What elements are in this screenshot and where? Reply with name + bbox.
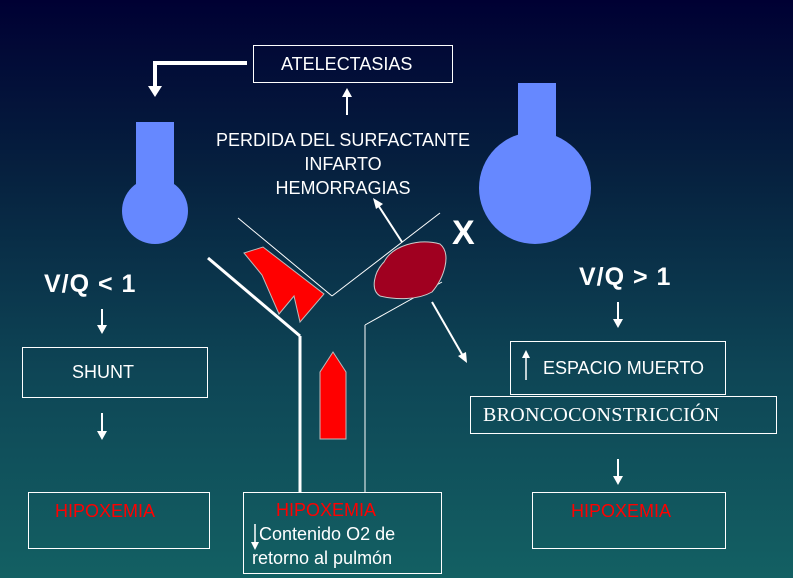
center-o2-line2: retorno al pulmón xyxy=(252,548,393,568)
left-hypoxemia-label: HIPOXEMIA xyxy=(55,501,156,521)
clot-to-causes-arrow xyxy=(373,198,403,243)
center-hypoxemia-label: HIPOXEMIA xyxy=(276,500,377,520)
cause-infarct: INFARTO xyxy=(304,154,382,174)
bronco-box: BRONCOCONSTRICCIÓN xyxy=(470,396,777,434)
atelectasias-box: ATELECTASIAS xyxy=(253,45,453,83)
right-hypoxemia-label: HIPOXEMIA xyxy=(571,501,672,521)
right-alveolus xyxy=(479,83,591,244)
clot-shape xyxy=(373,241,447,300)
cause-hemorrhage: HEMORRAGIAS xyxy=(275,178,411,198)
left-down-arrow-2 xyxy=(97,413,107,440)
x-mark: X xyxy=(452,214,475,252)
center-o2-line1: Contenido O2 de xyxy=(259,524,396,544)
vessel-left-wall xyxy=(207,256,302,492)
right-down-arrow-2 xyxy=(613,459,623,485)
left-ratio-label: V/Q < 1 xyxy=(44,270,137,298)
right-ratio-label: V/Q > 1 xyxy=(579,263,672,291)
dead-space-label: ESPACIO MUERTO xyxy=(543,357,705,378)
up-arrow-atelectasias xyxy=(342,88,352,115)
left-alveolus xyxy=(122,122,188,244)
dead-space-box: ESPACIO MUERTO xyxy=(510,341,726,395)
cause-surfactant: PERDIDA DEL SURFACTANTE xyxy=(215,130,471,150)
red-arrow-diagonal xyxy=(243,246,325,324)
bronco-label: BRONCOCONSTRICCIÓN xyxy=(483,403,720,426)
causes-text: PERDIDA DEL SURFACTANTE INFARTO HEMORRAG… xyxy=(208,128,478,200)
clot-to-deadspace-arrow xyxy=(431,301,467,363)
center-hypoxemia-box: HIPOXEMIA Contenido O2 de retorno al pul… xyxy=(243,492,442,574)
shunt-box: SHUNT xyxy=(22,347,208,398)
red-arrow-up xyxy=(319,351,347,440)
right-hypoxemia-box: HIPOXEMIA xyxy=(532,492,726,549)
shunt-label: SHUNT xyxy=(72,362,134,382)
left-hypoxemia-box: HIPOXEMIA xyxy=(28,492,210,549)
right-down-arrow-1 xyxy=(613,302,623,328)
decrease-arrow-icon xyxy=(251,524,259,550)
increase-arrow-icon xyxy=(522,350,530,380)
atelectasias-label: ATELECTASIAS xyxy=(281,53,413,74)
left-down-arrow-1 xyxy=(97,309,107,334)
atelectasias-to-left-arrow xyxy=(148,61,247,97)
